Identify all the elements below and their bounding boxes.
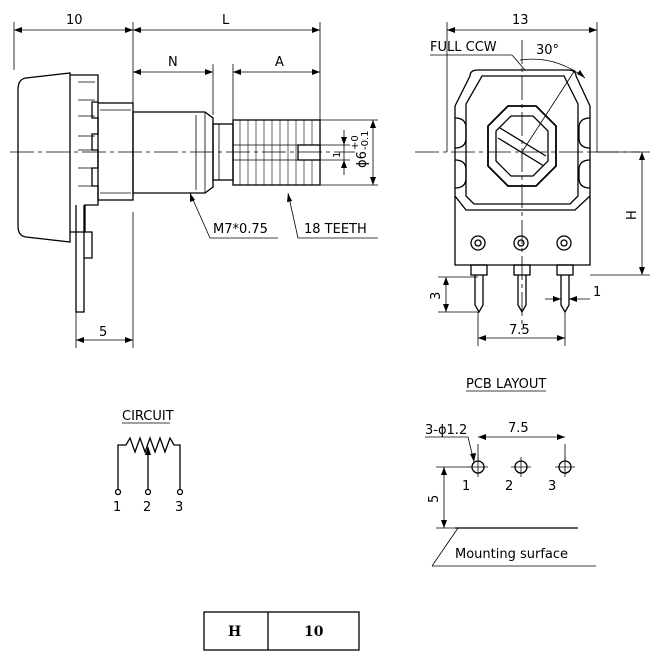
mounting-surface-label: Mounting surface: [455, 547, 568, 562]
circuit-pin-1: 1: [113, 500, 121, 515]
pcb-layout: PCB LAYOUT 3-ϕ1.2 7.5 1 2 3 5 Mo: [425, 377, 596, 567]
circuit-pin-3: 3: [175, 500, 183, 515]
angle-label: 30°: [536, 43, 559, 58]
dim-13-label: 13: [512, 13, 529, 28]
dim-5-label: 5: [99, 325, 107, 340]
dim-10-label: 10: [66, 13, 83, 28]
hole-spec-label: 3-ϕ1.2: [425, 423, 467, 438]
circuit-pin-2: 2: [143, 500, 151, 515]
side-view: 10 L N A: [10, 13, 378, 348]
thread-label: M7*0.75: [213, 222, 268, 237]
dim-N-label: N: [168, 55, 178, 70]
dim-7-5-label: 7.5: [509, 323, 530, 338]
dim-pin-width-label: 1: [593, 285, 601, 300]
dim-H-label: H: [625, 210, 640, 220]
dim-shaft-dia-label: ϕ6: [355, 151, 370, 168]
dim-A-label: A: [275, 55, 284, 70]
dimension-table: H 10: [203, 611, 360, 651]
pitch-label: 7.5: [508, 421, 529, 436]
table-header-H: H: [228, 624, 241, 640]
teeth-label: 18 TEETH: [304, 222, 367, 237]
front-view: 13 FULL CCW 30°: [415, 13, 650, 346]
pcb-dim-5-label: 5: [427, 495, 442, 503]
full-ccw-label: FULL CCW: [430, 40, 497, 55]
pcb-pin-3: 3: [548, 479, 556, 494]
pcb-layout-title: PCB LAYOUT: [466, 377, 546, 392]
dim-shaft-tol-lower: -0.1: [360, 130, 371, 150]
dim-slot-1-label: 1: [332, 152, 343, 158]
dim-shaft-tol-upper: +0: [350, 135, 361, 150]
dim-L-label: L: [222, 13, 230, 28]
circuit-diagram: CIRCUIT 1 2 3: [113, 409, 183, 515]
pcb-pin-1: 1: [462, 479, 470, 494]
pcb-pin-2: 2: [505, 479, 513, 494]
circuit-title: CIRCUIT: [122, 409, 174, 424]
table-value-H: 10: [304, 624, 324, 640]
dim-3-label: 3: [429, 292, 444, 300]
